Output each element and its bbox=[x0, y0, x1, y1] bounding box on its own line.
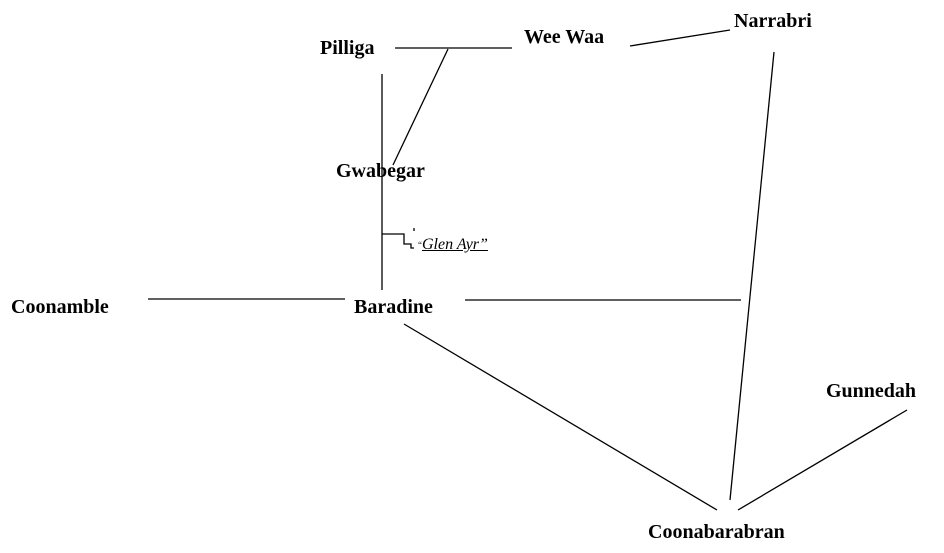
town-coonamble: Coonamble bbox=[11, 296, 109, 318]
town-pilliga: Pilliga bbox=[320, 37, 375, 59]
road-gunnedah-coonabarabran bbox=[737, 409, 908, 511]
town-coonabarabran: Coonabarabran bbox=[648, 521, 785, 543]
road-narrabri-coonabarabran bbox=[729, 51, 775, 501]
town-narrabri: Narrabri bbox=[734, 10, 812, 32]
town-baradine: Baradine bbox=[354, 296, 433, 318]
glen-ayr-label: Glen Ayr” bbox=[422, 236, 488, 253]
glen-ayr-access-road bbox=[382, 233, 414, 249]
property-glen-ayr: “Glen Ayr” bbox=[418, 236, 488, 254]
town-gwabegar: Gwabegar bbox=[336, 160, 425, 182]
road-junction-gwabegar bbox=[392, 48, 449, 166]
glen-ayr-open-quote: “ bbox=[418, 240, 422, 250]
town-gunnedah: Gunnedah bbox=[826, 380, 917, 402]
road-weewaa-narrabri bbox=[629, 29, 731, 47]
road-baradine-coonabarabran bbox=[403, 323, 718, 511]
town-wee-waa: Wee Waa bbox=[524, 26, 605, 48]
